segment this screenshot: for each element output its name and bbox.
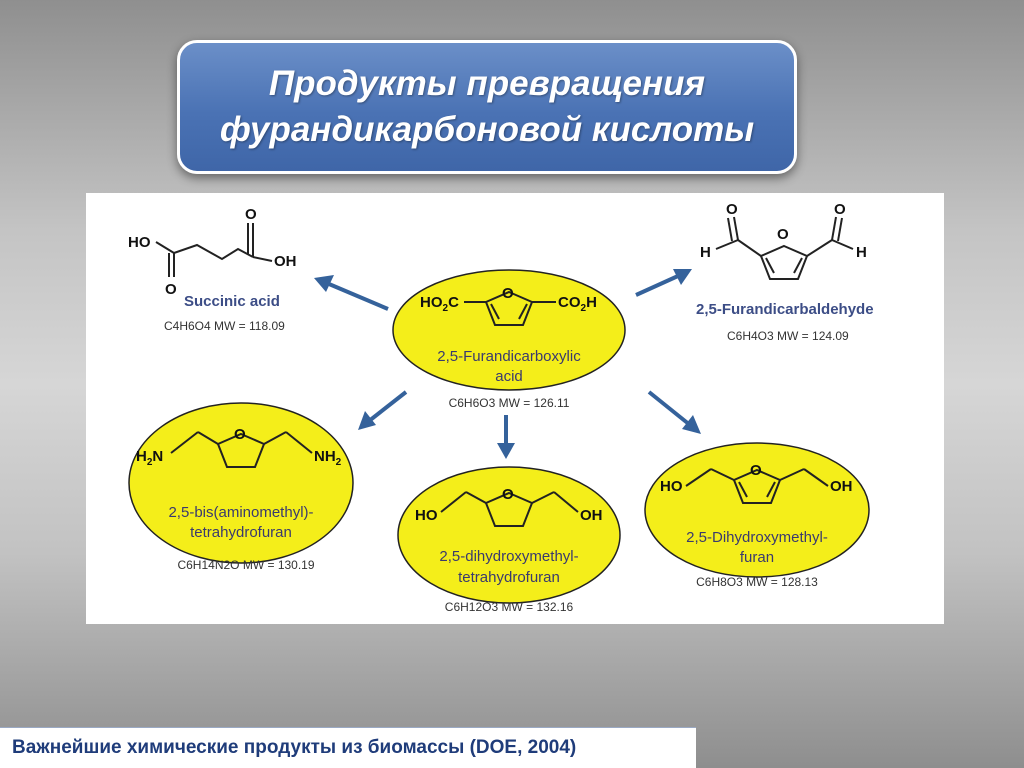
aldehyde-h-right-label: H <box>856 244 867 261</box>
title-line-1: Продукты превращения <box>268 64 706 103</box>
succinic-formula: C4H6O4 MW = 118.09 <box>164 319 285 333</box>
thf-diol-ring <box>484 491 534 527</box>
bisamine-thf-ring <box>216 432 266 468</box>
center-ring-double-right <box>518 303 528 320</box>
bisamine-left-group: H2N <box>136 448 163 468</box>
furan-diol-ch2-right <box>779 468 805 481</box>
thf-diol-name-line1: 2,5-dihydroxymethyl- <box>439 548 578 565</box>
center-right-group: CO2H <box>558 294 597 314</box>
thf-diol-ch2-right <box>531 491 555 504</box>
furan-diol-ring-o-label: O <box>750 462 762 479</box>
center-ring-double-left <box>490 303 500 320</box>
center-furan-ring <box>484 290 534 326</box>
succinic-acid: HO OH O O Succinic acid C4H6O4 MW = 118.… <box>128 206 297 333</box>
succinic-name: Succinic acid <box>184 293 280 310</box>
dihydroxymethyl-thf: O HO OH 2,5-dihydroxymethyl- tetrahydrof… <box>397 466 621 614</box>
thf-diol-ch2-left <box>465 491 487 504</box>
thf-diol-left-label: HO <box>415 507 438 524</box>
furan-diol-left-label: HO <box>660 478 683 495</box>
bisamine-name-line2: tetrahydrofuran <box>190 524 292 541</box>
aldehyde-right-bond <box>806 239 833 257</box>
succinic-oh-bond <box>252 256 273 262</box>
bisamine-ch2-right <box>263 431 287 445</box>
aldehyde-right-co-2 <box>837 217 843 242</box>
bisamine-n-right <box>285 431 313 454</box>
arrow-head-thf-diol <box>497 443 515 459</box>
aldehyde-left-co-2 <box>727 217 733 242</box>
aldehyde-o-left-label: O <box>726 201 738 218</box>
footer-caption: Важнейшие химические продукты из биомасс… <box>0 727 696 768</box>
furan-diol-formula: C6H8O3 MW = 128.13 <box>696 575 818 589</box>
furan-ring-aldehyde <box>759 244 809 280</box>
thf-diol-o-left <box>440 491 467 513</box>
furan-diol-ch2-left <box>710 468 735 481</box>
furan-ring-double-left <box>765 257 775 274</box>
bisamine-ring-o-label: O <box>234 426 246 443</box>
furan-diol-o-right <box>803 468 829 487</box>
aldehyde-ring-o-label: O <box>777 226 789 243</box>
bisaminomethyl-thf: O H2N NH2 2,5-bis(aminomethyl)- tetrahyd… <box>128 402 354 572</box>
thf-diol-o-right <box>553 491 579 513</box>
arrow-to-bisamine <box>367 390 408 423</box>
aldehyde-left-bond <box>737 239 762 257</box>
dialdehyde-name: 2,5-Furandicarbaldehyde <box>696 301 874 318</box>
succinic-o-bottom-label: O <box>165 281 177 298</box>
center-left-group: HO2C <box>420 294 459 314</box>
bisamine-ch2-left <box>197 431 219 445</box>
diagram-svg: HO OH O O Succinic acid C4H6O4 MW = 118.… <box>128 201 874 614</box>
thf-diol-formula: C6H12O3 MW = 132.16 <box>445 600 574 614</box>
succinic-o-top-label: O <box>245 206 257 223</box>
aldehyde-o-right-label: O <box>834 201 846 218</box>
furan-diol-double-right <box>766 481 776 498</box>
title-line-2: фурандикарбоновой кислоты <box>219 110 755 149</box>
footer-text: Важнейшие химические продукты из биомасс… <box>12 737 577 758</box>
arrow-head-furan-diol <box>682 415 701 434</box>
dialdehyde-formula: C6H4O3 MW = 124.09 <box>727 329 849 343</box>
thf-diol-ring-o-label: O <box>502 486 514 503</box>
arrow-head-bisamine <box>358 411 376 430</box>
arrow-head-dialdehyde <box>673 269 692 285</box>
center-name-line2: acid <box>495 368 523 385</box>
bisamine-right-group: NH2 <box>314 448 342 468</box>
furan-diol-name-line1: 2,5-Dihydroxymethyl- <box>686 529 828 546</box>
arrow-to-succinic <box>328 282 389 311</box>
furandicarbaldehyde: O O O H H 2,5-Furandicarbaldehyde C6H4O3… <box>696 201 874 343</box>
succinic-ho-label: HO <box>128 234 151 251</box>
center-oval <box>392 269 626 391</box>
furan-diol-ring <box>732 468 782 504</box>
reaction-diagram: HO OH O O Succinic acid C4H6O4 MW = 118.… <box>86 193 944 624</box>
thf-diol-name-line2: tetrahydrofuran <box>458 569 560 586</box>
bisamine-n-left <box>170 431 199 454</box>
bisamine-formula: C6H14N2O MW = 130.19 <box>177 558 314 572</box>
arrow-to-furan-diol <box>647 390 692 427</box>
aldehyde-left-ch <box>715 239 739 250</box>
succinic-oh-label: OH <box>274 253 297 270</box>
furan-ring-double-right <box>793 257 803 274</box>
aldehyde-h-left-label: H <box>700 244 711 261</box>
aldehyde-right-co-1 <box>831 216 837 241</box>
bisamine-name-line1: 2,5-bis(aminomethyl)- <box>168 504 313 521</box>
furandicarboxylic-acid: O HO2C CO2H 2,5-Furandicarboxylic acid C… <box>392 269 626 410</box>
center-name-line1: 2,5-Furandicarboxylic <box>437 348 581 365</box>
center-formula: C6H6O3 MW = 126.11 <box>449 396 570 410</box>
thf-diol-right-label: OH <box>580 507 603 524</box>
title-banner: Продукты превращения фурандикарбоновой к… <box>177 40 797 174</box>
furan-diol-name-line2: furan <box>740 549 774 566</box>
furan-diol-double-left <box>738 481 748 498</box>
furan-diol-right-label: OH <box>830 478 853 495</box>
arrow-to-dialdehyde <box>635 274 679 297</box>
center-ring-o-label: O <box>502 285 514 302</box>
furan-diol-o-left <box>685 468 712 487</box>
aldehyde-left-co-1 <box>733 216 739 241</box>
aldehyde-right-ch <box>831 239 854 250</box>
arrow-head-succinic <box>314 275 334 292</box>
dihydroxymethyl-furan: O HO OH 2,5-Dihydroxymethyl- furan C6H8O… <box>644 442 870 589</box>
succinic-chain <box>155 241 254 261</box>
arrows <box>314 269 701 459</box>
